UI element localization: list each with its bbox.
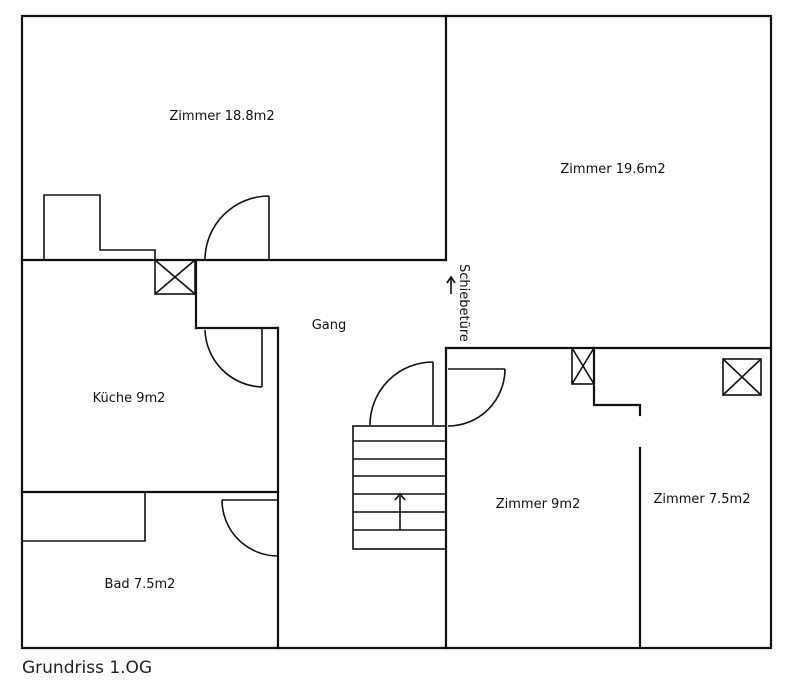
door-zimmer-9: [447, 368, 506, 427]
staircase: [352, 425, 447, 550]
outer-wall: [20, 14, 773, 650]
sliding-door-arrow-icon: [446, 275, 456, 294]
plan-caption: Grundriss 1.OG: [22, 658, 153, 678]
shaft-zimmer-9: [571, 347, 595, 385]
room-label-gang: Gang: [312, 318, 347, 333]
room-label-zimmer-7-5: Zimmer 7.5m2: [654, 492, 751, 507]
room-label-bad: Bad 7.5m2: [105, 577, 176, 592]
room-label-zimmer-19-6: Zimmer 19.6m2: [560, 162, 665, 177]
shaft-zimmer-7-5: [722, 358, 762, 396]
door-kueche: [204, 328, 263, 388]
door-bad: [221, 499, 279, 557]
shaft-kitchen: [154, 259, 196, 295]
sliding-door-label: Schiebetüre: [456, 264, 471, 342]
fixtures: [22, 194, 156, 542]
door-zimmer-18-8: [204, 195, 270, 261]
room-label-kueche: Küche 9m2: [93, 391, 166, 406]
room-label-zimmer-18-8: Zimmer 18.8m2: [169, 109, 274, 124]
room-label-zimmer-9: Zimmer 9m2: [496, 497, 581, 512]
interior-walls: [20, 14, 773, 650]
door-stair: [369, 361, 434, 426]
